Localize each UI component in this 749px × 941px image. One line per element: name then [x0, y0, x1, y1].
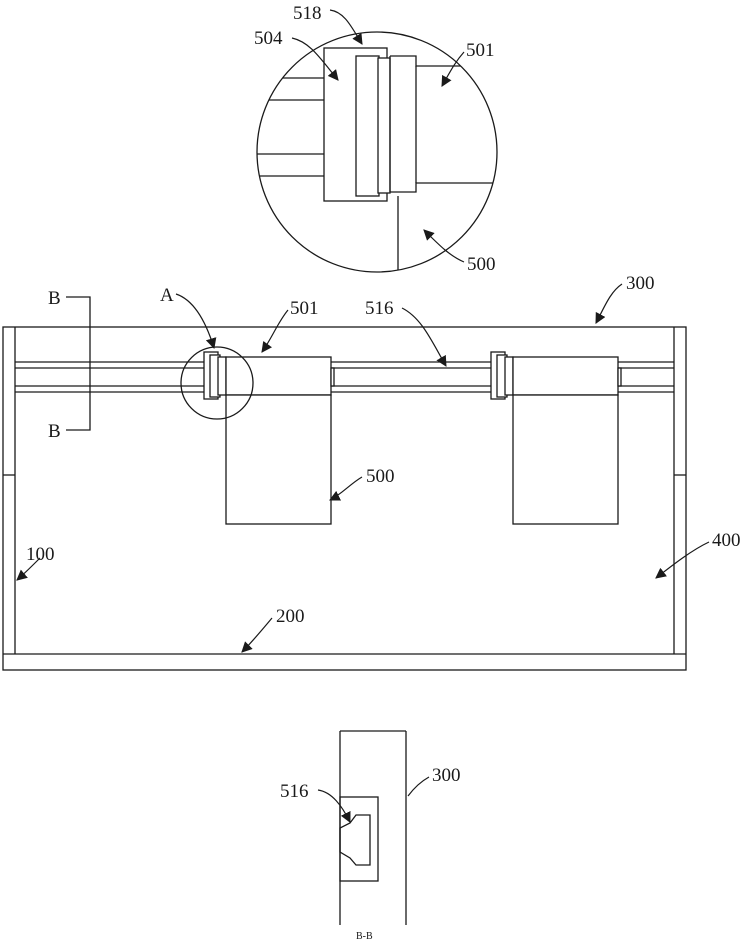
label-518: 518 — [293, 3, 322, 24]
label-300-main: 300 — [626, 273, 655, 294]
detail-view-a: 518 504 501 500 — [250, 3, 500, 280]
block-501-right — [513, 357, 618, 395]
label-b-top: B — [48, 288, 61, 309]
detail-roller — [378, 58, 390, 193]
plate-500-left — [226, 395, 331, 524]
section-caption: B-B — [356, 931, 373, 941]
main-view: B B 300 501 516 A 500 400 100 200 — [3, 273, 741, 670]
label-100: 100 — [26, 544, 55, 565]
label-b-bottom: B — [48, 421, 61, 442]
carriage-right — [491, 352, 621, 524]
section-slot — [340, 797, 378, 881]
section-rail-profile — [340, 815, 370, 865]
section-marker-bb: B B — [48, 288, 90, 442]
label-200: 200 — [276, 606, 305, 627]
label-300-section: 300 — [432, 765, 461, 786]
label-504: 504 — [254, 28, 283, 49]
label-400: 400 — [712, 530, 741, 551]
label-500-detail: 500 — [467, 254, 496, 275]
carriage-left — [204, 352, 334, 524]
label-501-detail: 501 — [466, 40, 495, 61]
label-a: A — [160, 285, 174, 306]
block-501-left — [226, 357, 331, 395]
label-500-main: 500 — [366, 466, 395, 487]
detail-plate — [356, 56, 379, 196]
plate-500-right — [513, 395, 618, 524]
label-501-main: 501 — [290, 298, 319, 319]
label-516-section: 516 — [280, 781, 309, 802]
section-view-bb: 516 300 B-B — [280, 731, 461, 941]
label-516-main: 516 — [365, 298, 394, 319]
